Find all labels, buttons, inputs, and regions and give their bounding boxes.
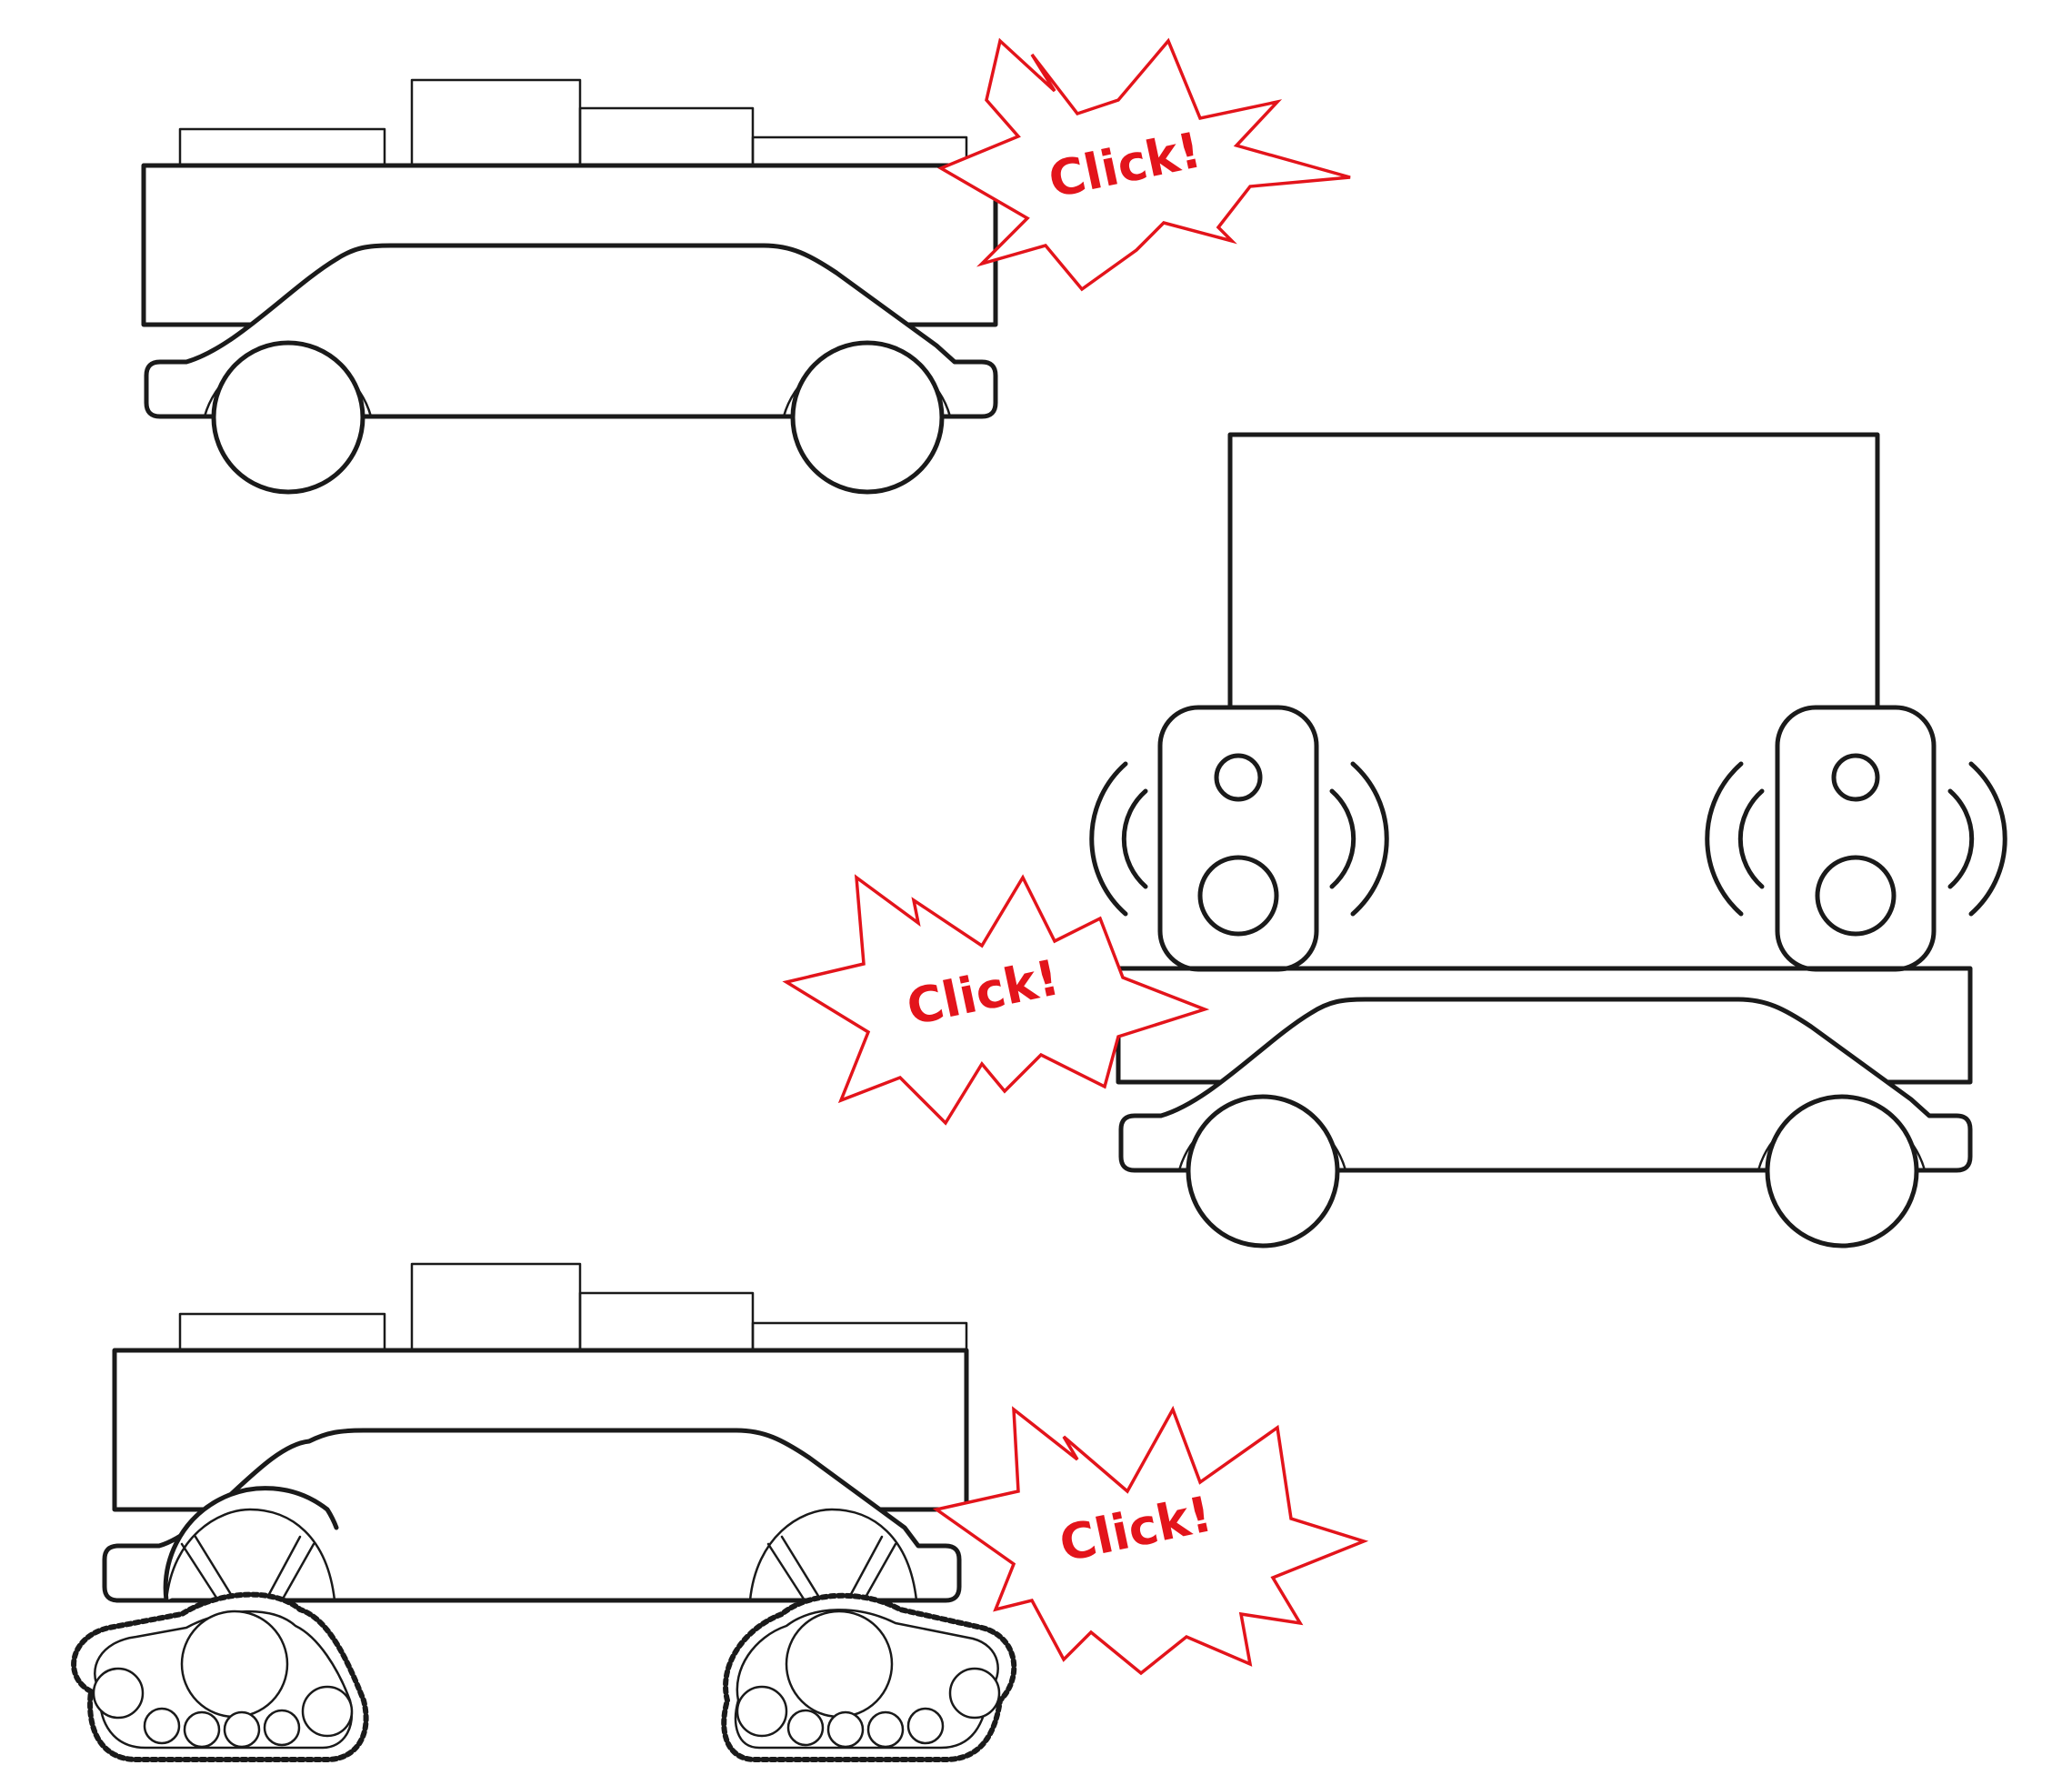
rear-wheel [1757,1094,1927,1248]
click-callout: Click! [932,1405,1369,1676]
cargo-box-icon [410,78,582,167]
speaker-icon [1775,705,1937,972]
robot-cargo [141,78,998,495]
car-chassis-icon [144,243,998,419]
explosion-burst-icon [937,37,1351,292]
cargo-box-icon [178,127,386,167]
explosion-burst-icon [782,874,1210,1126]
cargo-box-icon [410,1262,582,1352]
explosion-burst-icon [932,1405,1369,1676]
sound-wave-icon [1705,761,2007,917]
cargo-box-icon [578,1291,755,1352]
speaker-icon [1157,705,1319,972]
car-chassis-icon [102,1428,962,1603]
cargo-box-icon [178,1312,386,1352]
front-wheel [1177,1094,1347,1248]
rear-wheel [782,340,952,495]
front-wheel [203,340,373,495]
wheel-arch [163,1486,339,1603]
click-callout: Click! [937,37,1351,292]
cargo-boxes [178,78,968,167]
cargo-boxes [178,1262,968,1352]
sound-wave-icon [1089,761,1389,917]
wheel-arch [748,1508,918,1602]
cargo-box-icon [578,106,755,167]
cargo-box-icon [751,1321,968,1352]
track-wheel-icon [721,1592,1017,1762]
click-callout: Click! [782,874,1210,1126]
car-chassis-icon [1118,997,1973,1173]
cargo-box-icon [751,135,968,167]
robot-tracked [71,1262,1017,1762]
robot-speaker [1089,432,2007,1248]
track-wheel-icon [71,1591,369,1762]
speaker-frame [1227,432,1880,712]
